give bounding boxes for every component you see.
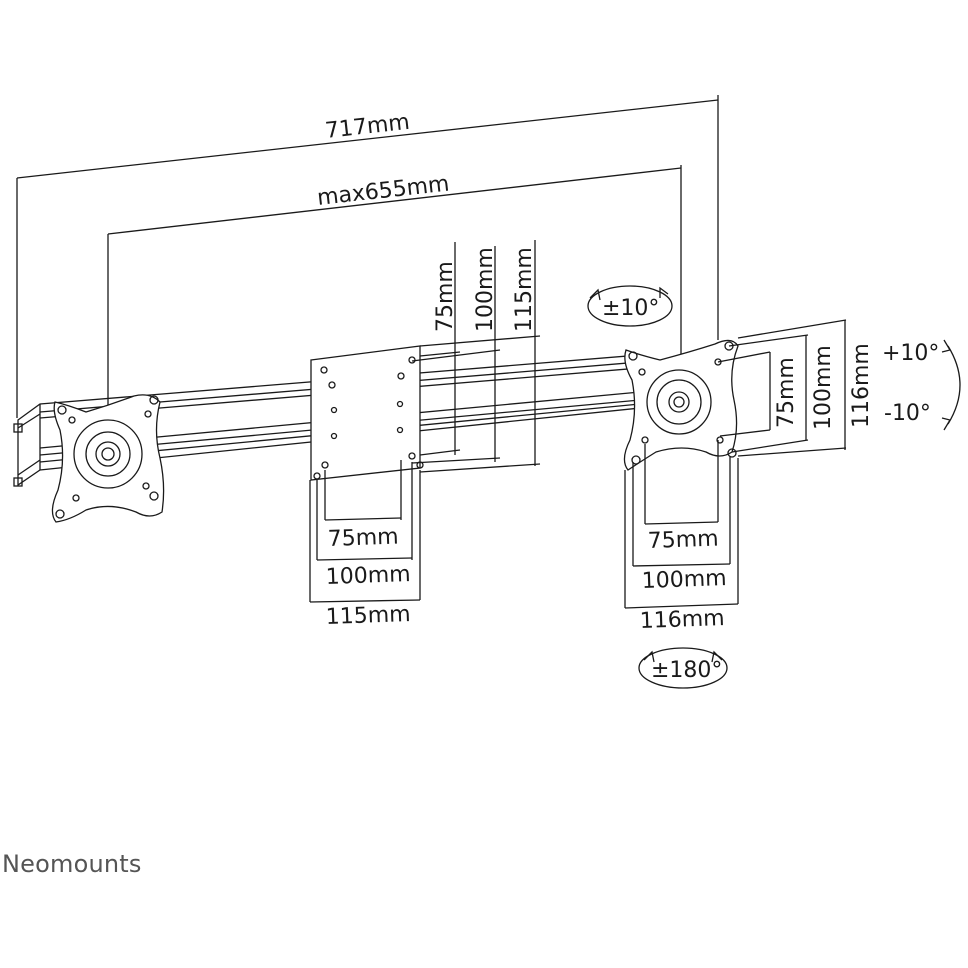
tilt-plus-label: +10° (882, 341, 939, 366)
right-vertical-116mm: 116mm (849, 343, 874, 428)
left-monitor-bracket (51, 394, 165, 523)
tilt-top-label: ±10° (602, 296, 659, 321)
center-vertical-115mm: 115mm (512, 247, 537, 332)
center-horizontal-75mm: 75mm (327, 525, 399, 552)
right-horizontal-dimension-lines (624, 440, 739, 609)
center-vertical-100mm: 100mm (473, 247, 498, 332)
tilt-ellipse (587, 285, 673, 327)
right-horizontal-116mm: 116mm (639, 606, 725, 634)
rotation-label: ±180° (651, 658, 722, 683)
dimension-717mm-lines (16, 95, 719, 418)
brand-logo: Neomounts (2, 850, 142, 878)
right-horizontal-75mm: 75mm (647, 527, 719, 554)
right-monitor-bracket (623, 339, 739, 471)
right-vertical-dimension-lines (717, 319, 847, 457)
center-horizontal-100mm: 100mm (325, 562, 411, 590)
dimension-655mm-lines (107, 165, 682, 420)
center-vesa-plate (310, 345, 424, 481)
right-horizontal-100mm: 100mm (641, 566, 727, 594)
center-vertical-75mm: 75mm (433, 261, 458, 332)
right-vertical-75mm: 75mm (774, 357, 799, 428)
rotation-ellipse (638, 647, 728, 689)
center-horizontal-dimension-lines (309, 460, 421, 603)
tilt-arc (941, 339, 961, 431)
center-horizontal-115mm: 115mm (325, 602, 411, 630)
dimension-717mm: 717mm (324, 110, 411, 144)
center-vertical-dimension-lines (411, 240, 541, 473)
tilt-minus-label: -10° (884, 401, 931, 426)
right-vertical-100mm: 100mm (811, 345, 836, 430)
dimension-max655mm: max655mm (316, 172, 451, 211)
